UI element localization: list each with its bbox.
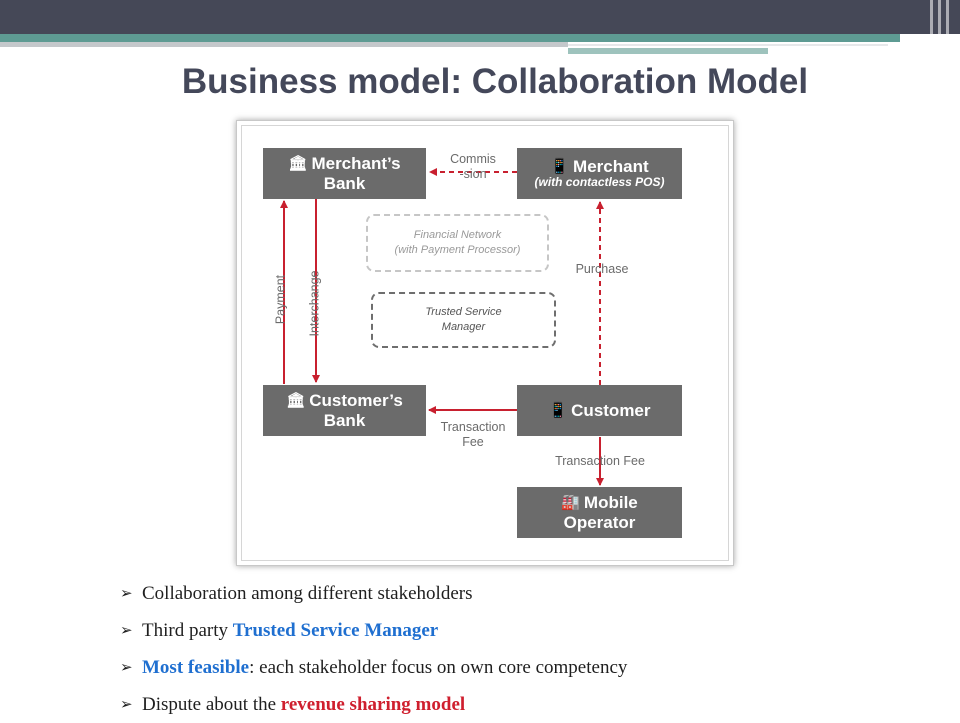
arrow-bullet-icon: ➢ (120, 660, 133, 676)
mobile-operator-label: Mobile (583, 492, 638, 512)
merchant-label: Merchant (573, 156, 649, 176)
commission-label-2: -sion (459, 167, 487, 181)
bullet-item: ➢ Collaboration among different stakehol… (120, 575, 627, 612)
transaction-fee-operator-label: Transaction Fee (555, 454, 645, 468)
bank-icon: 🏛 (286, 392, 306, 410)
header-light-bar (568, 44, 888, 46)
bullet-text: Dispute about the (142, 693, 281, 715)
customer-node: 📱Customer (517, 385, 682, 436)
mobile-phone-icon: 📱 (548, 401, 568, 419)
commission-label-1: Commis (450, 152, 496, 166)
bullet-highlight: revenue sharing model (280, 693, 466, 715)
mobile-operator-label-2: Operator (563, 512, 636, 532)
header-divider (938, 0, 941, 64)
bullet-item: ➢ Third party Trusted Service Manager (120, 612, 627, 649)
tsm-label: Trusted Service (425, 306, 502, 319)
transaction-fee-bank-label-1: Transaction (440, 420, 506, 434)
merchants-bank-label: Merchant’s (311, 153, 401, 173)
bank-icon: 🏛 (288, 155, 308, 173)
bullet-text: : each stakeholder focus on own core com… (249, 656, 628, 678)
header-teal-bar (0, 34, 900, 42)
transaction-fee-bank-label: Transaction Fee (430, 420, 516, 450)
interchange-label: Interchange (307, 270, 322, 337)
factory-icon: 🏭 (561, 494, 580, 512)
arrow-bullet-icon: ➢ (120, 623, 133, 639)
arrow-bullet-icon: ➢ (120, 586, 133, 602)
bullet-list: ➢ Collaboration among different stakehol… (120, 575, 627, 723)
customers-bank-label: Customer’s (309, 390, 403, 410)
payment-label: Payment (273, 274, 288, 325)
merchant-subtitle: (with contactless POS) (534, 175, 665, 190)
merchant-node: 📱Merchant (with contactless POS) (517, 148, 682, 199)
header-teal-accent (568, 48, 768, 54)
bullet-highlight: Trusted Service Manager (232, 619, 439, 641)
header-dark-bar (0, 0, 960, 34)
customer-label: Customer (571, 400, 651, 420)
merchants-bank-node: 🏛Merchant’s Bank (263, 148, 426, 199)
bullet-item: ➢ Dispute about the revenue sharing mode… (120, 686, 627, 723)
tsm-label-2: Manager (441, 321, 486, 333)
header-grey-bar (0, 42, 568, 47)
purchase-label: Purchase (575, 262, 629, 276)
header-divider (946, 0, 949, 64)
header-divider (930, 0, 933, 64)
trusted-service-manager-node: Trusted Service Manager (371, 292, 556, 348)
slide-title: Business model: Collaboration Model (181, 62, 809, 101)
mobile-operator-node: 🏭Mobile Operator (517, 487, 682, 538)
financial-network-label: Financial Network (413, 229, 502, 242)
bullet-text: Third party (142, 619, 233, 641)
financial-network-label-2: (with Payment Processor) (394, 244, 521, 256)
customers-bank-node: 🏛Customer’s Bank (263, 385, 426, 436)
mobile-phone-icon: 📱 (550, 157, 570, 175)
arrow-bullet-icon: ➢ (120, 697, 133, 713)
financial-network-node: Financial Network (with Payment Processo… (366, 214, 549, 272)
transaction-fee-bank-label-2: Fee (462, 435, 484, 449)
customers-bank-label-2: Bank (323, 410, 366, 430)
bullet-item: ➢ Most feasible : each stakeholder focus… (120, 649, 627, 686)
diagram-inner-border (241, 125, 729, 561)
commission-label: Commis -sion (440, 152, 506, 182)
merchants-bank-label-2: Bank (323, 173, 366, 193)
bullet-highlight: Most feasible (142, 656, 250, 678)
bullet-text: Collaboration among different stakeholde… (142, 582, 473, 604)
